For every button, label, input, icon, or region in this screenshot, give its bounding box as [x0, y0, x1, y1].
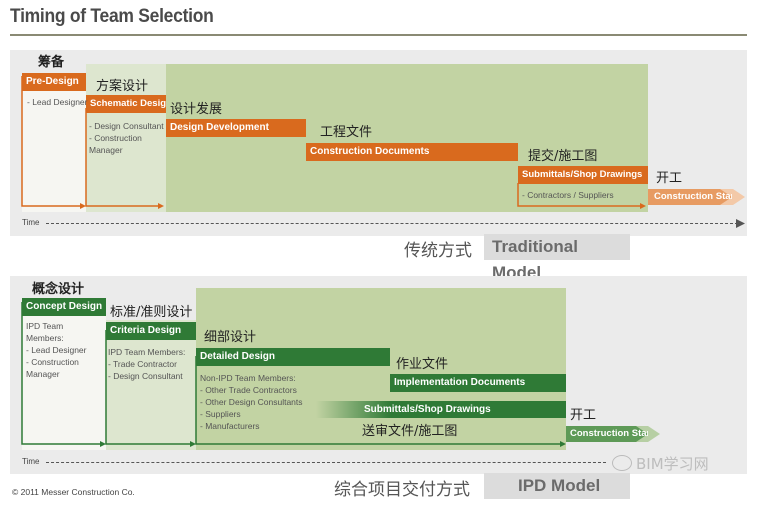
trad-predesign-bar: Pre-Design	[22, 73, 86, 91]
ipd-block-concept-bg	[22, 298, 106, 450]
trad-time-label: Time	[22, 218, 40, 227]
ipd-criteria-cn: 标准/准则设计	[110, 305, 193, 320]
trad-block-schematic	[86, 64, 166, 212]
trad-submittals-cn: 提交/施工图	[528, 149, 598, 164]
trad-start-cn: 开工	[656, 171, 683, 186]
ipd-concept-members: IPD Team Members: - Lead Designer - Cons…	[26, 321, 87, 379]
ipd-timeline	[46, 462, 606, 463]
title-rule	[10, 34, 747, 36]
ipd-criteria-members: IPD Team Members: - Trade Contractor - D…	[108, 347, 186, 381]
trad-predesign-members: - Lead Designer	[27, 97, 88, 107]
trad-schematic-bar: Schematic Design	[86, 95, 166, 113]
ipd-criteria-bar: Criteria Design	[106, 322, 196, 340]
ipd-model-cn: 综合项目交付方式	[334, 480, 470, 499]
page-title: Timing of Team Selection	[10, 6, 214, 27]
trad-timeline-arrow	[736, 219, 745, 228]
trad-development-bar: Design Development	[166, 119, 306, 137]
trad-schematic-members: - Design Consultant - Construction Manag…	[89, 121, 164, 155]
trad-submittals-members: - Contractors / Suppliers	[522, 190, 614, 200]
ipd-model-en: IPD Model	[484, 473, 630, 499]
ipd-implementation-cn: 作业文件	[396, 357, 449, 372]
watermark-logo-icon	[612, 455, 632, 471]
ipd-block-criteria	[106, 320, 196, 450]
trad-timeline	[46, 223, 738, 224]
trad-start-bar: Construction Start	[654, 191, 732, 202]
ipd-concept-bar: Concept Design	[22, 298, 106, 316]
trad-predesign-cn: 筹备	[38, 55, 65, 70]
trad-development-cn: 设计发展	[170, 102, 223, 117]
ipd-implementation-bar: Implementation Documents	[390, 374, 566, 392]
ipd-detailed-cn: 细部设计	[204, 330, 257, 345]
trad-submittals-bar: Submittals/Shop Drawings	[518, 166, 648, 184]
trad-block-development	[166, 64, 648, 212]
copyright: © 2011 Messer Construction Co.	[12, 487, 135, 497]
trad-model-cn: 传统方式	[404, 241, 472, 260]
ipd-time-label: Time	[22, 457, 40, 466]
trad-block-predesign-bg	[22, 73, 86, 212]
ipd-detailed-bar: Detailed Design	[196, 348, 390, 366]
ipd-start-cn: 开工	[570, 408, 597, 423]
ipd-concept-cn: 概念设计	[32, 282, 85, 297]
trad-documents-bar: Construction Documents	[306, 143, 518, 161]
trad-documents-cn: 工程文件	[320, 125, 373, 140]
watermark-text: BIM学习网	[636, 455, 709, 473]
ipd-submittals-bar: Submittals/Shop Drawings	[364, 404, 491, 415]
ipd-start-bar: Construction Start	[570, 428, 648, 439]
ipd-block-detailed	[196, 288, 566, 450]
ipd-submittals-cn: 送审文件/施工图	[362, 424, 458, 439]
trad-schematic-cn: 方案设计	[96, 79, 149, 94]
ipd-detailed-members: Non-IPD Team Members: - Other Trade Cont…	[200, 373, 303, 431]
